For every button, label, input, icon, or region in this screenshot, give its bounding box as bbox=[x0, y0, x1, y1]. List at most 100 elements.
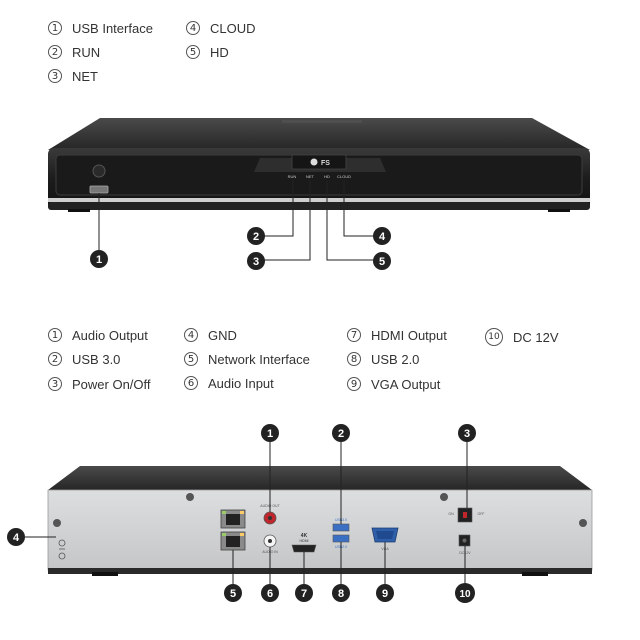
callout-number: 5 bbox=[186, 45, 200, 59]
callout-number: 9 bbox=[347, 377, 361, 391]
usb-port-icon bbox=[89, 185, 109, 194]
legend-label: Audio Output bbox=[72, 327, 148, 343]
rear-plate bbox=[47, 489, 593, 571]
legend-label: USB 3.0 bbox=[72, 351, 121, 367]
rear-legend-item-3: 3 Power On/Off bbox=[48, 374, 151, 394]
fs-logo-icon bbox=[310, 158, 318, 166]
legend-label: Network Interface bbox=[208, 351, 310, 367]
rear-legend-item-8: 8 USB 2.0 bbox=[347, 349, 419, 369]
legend-label: NET bbox=[72, 68, 98, 84]
hdmi-port-icon bbox=[291, 544, 317, 553]
rear-legend: 1 Audio Output 2 USB 3.0 3 Power On/Off … bbox=[48, 325, 588, 405]
front-callout-5-icon bbox=[373, 252, 391, 270]
rear-callout-9: 9 bbox=[382, 588, 388, 600]
legend-label: Audio Input bbox=[208, 375, 274, 391]
chassis-top bbox=[48, 118, 590, 150]
front-base bbox=[48, 202, 590, 210]
legend-label: HDMI Output bbox=[371, 327, 447, 343]
rear-callout-5: 5 bbox=[230, 588, 236, 600]
rear-callouts: 1 2 3 4 5 6 7 8 9 10 bbox=[7, 424, 476, 603]
usb3-port-icon bbox=[332, 523, 350, 532]
rear-callout-8-icon bbox=[332, 584, 350, 602]
rear-legend-item-10: 10 DC 12V bbox=[485, 327, 559, 347]
callout-number: 8 bbox=[347, 352, 361, 366]
front-callout-4-icon bbox=[373, 227, 391, 245]
front-callout-3: 3 bbox=[253, 256, 259, 268]
legend-label: RUN bbox=[72, 44, 101, 60]
rear-callout-3: 3 bbox=[464, 428, 470, 440]
legend-label: GND bbox=[208, 327, 237, 343]
legend-label: DC 12V bbox=[513, 329, 559, 345]
indicator-run-label: RUN bbox=[288, 174, 297, 179]
callout-number: 4 bbox=[184, 328, 198, 342]
rear-callout-3-icon bbox=[458, 424, 476, 442]
rear-legend-item-1: 1 Audio Output bbox=[48, 325, 148, 345]
front-legend-item-4: 4 CLOUD bbox=[186, 18, 256, 38]
callout-number: 7 bbox=[347, 328, 361, 342]
rear-callout-9-icon bbox=[376, 584, 394, 602]
rear-legend-item-4: 4 GND bbox=[184, 325, 237, 345]
rear-callout-6-icon bbox=[261, 584, 279, 602]
screw-icon bbox=[579, 519, 587, 527]
callout-number: 6 bbox=[184, 376, 198, 390]
legend-label: Power On/Off bbox=[72, 376, 151, 392]
indicator-hd-label: HD bbox=[324, 174, 330, 179]
hdmi-label: HDMI bbox=[300, 539, 309, 543]
rear-legend-item-6: 6 Audio Input bbox=[184, 373, 274, 393]
rear-callout-4-icon bbox=[7, 528, 25, 546]
callout-number: 4 bbox=[186, 21, 200, 35]
rear-legend-item-7: 7 HDMI Output bbox=[347, 325, 447, 345]
callout-number: 3 bbox=[48, 377, 62, 391]
front-legend-item-2: 2 RUN bbox=[48, 42, 100, 62]
front-chrome-strip bbox=[48, 198, 590, 202]
power-button-icon bbox=[92, 164, 106, 178]
legend-label: HD bbox=[210, 44, 229, 60]
rear-chassis-top bbox=[48, 466, 592, 490]
front-callout-1-icon bbox=[90, 250, 108, 268]
legend-label: CLOUD bbox=[210, 20, 256, 36]
front-legend-item-3: 3 NET bbox=[48, 66, 98, 86]
rear-panel: AUDIO OUT AUDIO IN 4K HDMI USB3.0 USB2.0… bbox=[47, 466, 593, 576]
rear-callout-6: 6 bbox=[267, 588, 273, 600]
callout-number: 1 bbox=[48, 328, 62, 342]
callout-number: 1 bbox=[48, 21, 62, 35]
rear-callout-lines bbox=[25, 441, 468, 585]
on-label: ON bbox=[448, 512, 454, 516]
front-callout-2-icon bbox=[247, 227, 265, 245]
gnd-icon bbox=[58, 539, 66, 547]
rear-callout-2: 2 bbox=[338, 428, 344, 440]
rear-base bbox=[48, 568, 592, 574]
rear-callout-8: 8 bbox=[338, 588, 344, 600]
callout-number: 5 bbox=[184, 352, 198, 366]
front-legend-item-1: 1 USB Interface bbox=[48, 18, 153, 38]
indicator-cloud-label: CLOUD bbox=[337, 174, 351, 179]
rear-callout-2-icon bbox=[332, 424, 350, 442]
rear-callout-5-icon bbox=[224, 584, 242, 602]
rear-legend-item-9: 9 VGA Output bbox=[347, 374, 440, 394]
rear-callout-1-icon bbox=[261, 424, 279, 442]
legend-label: USB 2.0 bbox=[371, 351, 420, 367]
front-callout-4: 4 bbox=[379, 231, 386, 243]
front-callout-3-icon bbox=[247, 252, 265, 270]
screw-icon bbox=[440, 493, 448, 501]
rear-callout-7-icon bbox=[295, 584, 313, 602]
front-legend-item-5: 5 HD bbox=[186, 42, 229, 62]
top-vent bbox=[282, 120, 362, 123]
callout-number: 3 bbox=[48, 69, 62, 83]
front-callout-5: 5 bbox=[379, 256, 385, 268]
legend-label: VGA Output bbox=[371, 376, 441, 392]
rear-callout-10-icon bbox=[455, 583, 475, 603]
callout-number: 2 bbox=[48, 45, 62, 59]
front-panel: FS RUN NET HD CLOUD bbox=[48, 118, 590, 212]
callout-number: 10 bbox=[485, 328, 503, 346]
legend-label: USB Interface bbox=[72, 20, 153, 36]
indicator-net-label: NET bbox=[306, 174, 315, 179]
callout-number: 2 bbox=[48, 352, 62, 366]
front-callout-1: 1 bbox=[96, 254, 102, 266]
rear-callout-7: 7 bbox=[301, 588, 307, 600]
screw-icon bbox=[186, 493, 194, 501]
front-logo-text: FS bbox=[321, 160, 330, 167]
front-callout-lines bbox=[98, 180, 374, 261]
front-callout-2: 2 bbox=[253, 231, 259, 243]
